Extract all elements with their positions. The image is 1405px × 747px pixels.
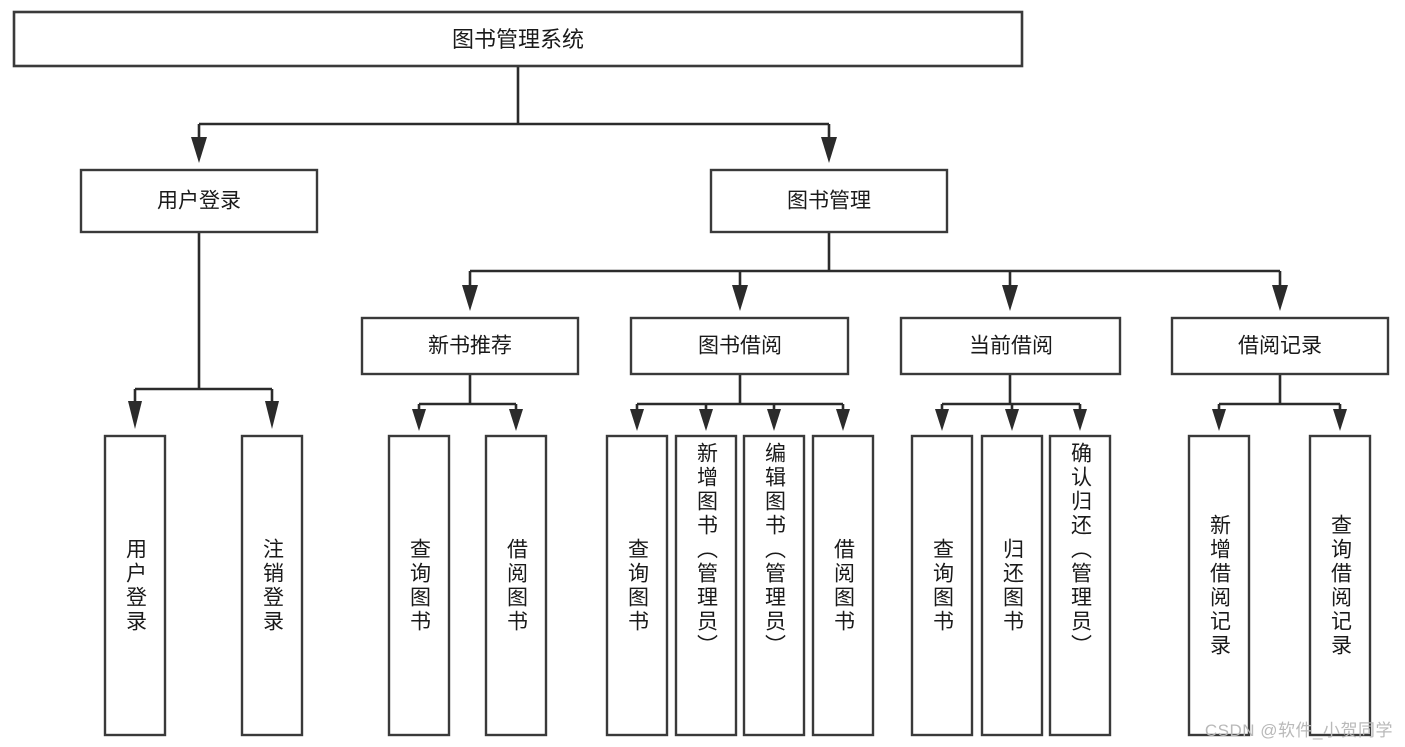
- arrow-leaf-query-book-borrow: [630, 409, 644, 431]
- connector-group-userlogin-to-leaves: [128, 232, 279, 429]
- node-current-borrow[interactable]: 当前借阅: [899, 316, 1122, 376]
- arrow-user-login: [191, 137, 207, 163]
- node-new-book-recommend-box[interactable]: [360, 316, 580, 376]
- node-book-manage-box[interactable]: [709, 168, 949, 234]
- node-current-borrow-box[interactable]: [899, 316, 1122, 376]
- node-user-login[interactable]: 用户登录: [79, 168, 319, 234]
- leaf-box-query-book-current[interactable]: [910, 434, 974, 737]
- leaf-box-borrow-book[interactable]: [811, 434, 875, 737]
- node-root-label: 图书管理系统: [452, 27, 584, 52]
- node-book-borrow-label: 图书借阅: [698, 335, 782, 358]
- leaf-box-query-book-borrow[interactable]: [605, 434, 669, 737]
- csdn-watermark: CSDN @软件_小贺同学: [1204, 721, 1393, 740]
- arrow-leaf-query-record: [1333, 409, 1347, 431]
- arrow-leaf-query-book-current: [935, 409, 949, 431]
- node-book-manage[interactable]: 图书管理: [709, 168, 949, 234]
- connector-group-bookborrow-to-leaves: [630, 374, 850, 431]
- node-borrow-record[interactable]: 借阅记录: [1170, 316, 1390, 376]
- leaf-box-edit-book-admin[interactable]: [742, 434, 806, 737]
- node-book-borrow-box[interactable]: [629, 316, 850, 376]
- arrow-leaf-add-record: [1212, 409, 1226, 431]
- leaf-box-add-record[interactable]: [1187, 434, 1251, 737]
- connector-group-currentborrow-to-leaves: [935, 374, 1087, 431]
- node-root[interactable]: 图书管理系统: [12, 10, 1024, 68]
- connector-group-newbook-to-leaves: [412, 374, 523, 431]
- leaf-box-user-login[interactable]: [103, 434, 167, 737]
- arrow-book-borrow: [732, 285, 748, 311]
- connector-group-borrowrecord-to-leaves: [1212, 374, 1347, 431]
- arrow-current-borrow: [1002, 285, 1018, 311]
- connector-group-bookmanage-to-level3: [462, 232, 1288, 311]
- arrow-leaf-confirm-return: [1073, 409, 1087, 431]
- arrow-leaf-borrow-book-rec: [509, 409, 523, 431]
- arrow-leaf-user-login: [128, 401, 142, 429]
- arrow-leaf-borrow-book: [836, 409, 850, 431]
- node-current-borrow-label: 当前借阅: [969, 335, 1053, 358]
- node-user-login-label: 用户登录: [157, 190, 241, 213]
- node-borrow-record-box[interactable]: [1170, 316, 1390, 376]
- node-new-book-recommend-label: 新书推荐: [428, 335, 512, 358]
- node-borrow-record-label: 借阅记录: [1238, 335, 1322, 358]
- connector-group-root-to-level2: [191, 66, 837, 163]
- node-root-box[interactable]: [12, 10, 1024, 68]
- leaf-box-borrow-book-rec[interactable]: [484, 434, 548, 737]
- node-user-login-box[interactable]: [79, 168, 319, 234]
- arrow-leaf-return-book: [1005, 409, 1019, 431]
- arrow-leaf-edit-book-admin: [767, 409, 781, 431]
- leaf-box-query-record[interactable]: [1308, 434, 1372, 737]
- arrow-leaf-query-book-rec: [412, 409, 426, 431]
- arrow-leaf-user-logout: [265, 401, 279, 429]
- leaf-box-query-book-rec[interactable]: [387, 434, 451, 737]
- arrow-leaf-add-book-admin: [699, 409, 713, 431]
- arrow-borrow-record: [1272, 285, 1288, 311]
- leaf-box-confirm-return-admin[interactable]: [1048, 434, 1112, 737]
- leaf-box-user-logout[interactable]: [240, 434, 304, 737]
- arrow-book-manage: [821, 137, 837, 163]
- leaf-box-add-book-admin[interactable]: [674, 434, 738, 737]
- leaf-box-return-book[interactable]: [980, 434, 1044, 737]
- node-new-book-recommend[interactable]: 新书推荐: [360, 316, 580, 376]
- leaf-boxes: [103, 434, 1372, 737]
- node-book-manage-label: 图书管理: [787, 190, 871, 213]
- arrow-new-book-recommend: [462, 285, 478, 311]
- node-book-borrow[interactable]: 图书借阅: [629, 316, 850, 376]
